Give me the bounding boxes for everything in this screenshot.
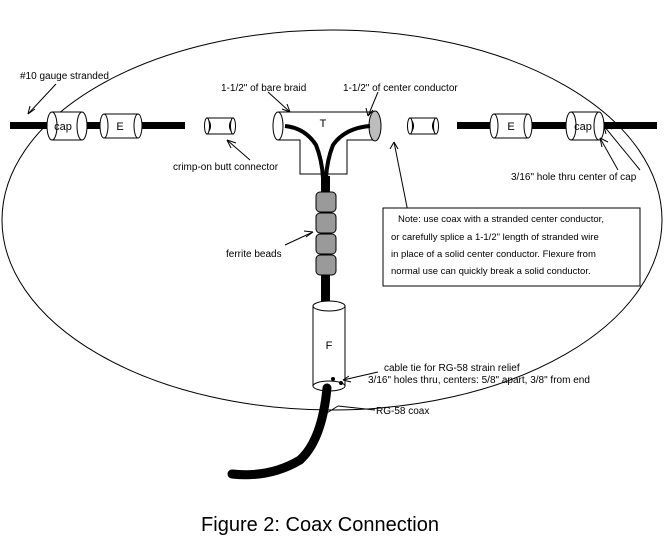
coax-tail	[227, 383, 332, 480]
ferrite-bead-stack	[315, 191, 337, 276]
note-line: in place of a solid center conductor. Fl…	[391, 249, 596, 260]
label-cable-tie: cable tie for RG-58 strain relief	[384, 363, 520, 374]
note-line: normal use can quickly break a solid con…	[391, 266, 591, 277]
label-hole-cap: 3/16" hole thru center of cap	[511, 172, 637, 183]
t-connector: T	[272, 110, 382, 175]
left-e-label: E	[116, 121, 123, 133]
label-center-conductor: 1-1/2" of center conductor	[343, 83, 458, 94]
left-cap-label: cap	[54, 121, 72, 133]
f-label: F	[326, 340, 333, 352]
figure-caption: Figure 2: Coax Connection	[201, 514, 439, 536]
right-butt-connector	[407, 117, 439, 135]
center-conductor-wire	[324, 124, 371, 179]
note-line: or carefully splice a 1-1/2" length of s…	[391, 232, 599, 243]
left-butt-connector	[204, 117, 236, 135]
right-e-tube: E	[489, 113, 533, 139]
braid-wire	[284, 124, 325, 179]
note-line: Note: use coax with a stranded center co…	[398, 214, 604, 225]
right-e-label: E	[507, 121, 514, 133]
label-holes: 3/16" holes thru, centers: 5/8" apart, 3…	[368, 375, 590, 386]
label-ferrite-beads: ferrite beads	[226, 249, 282, 260]
label-gauge: #10 gauge stranded	[20, 71, 109, 82]
f-tube: F	[312, 300, 346, 392]
note-box: Note: use coax with a stranded center co…	[382, 207, 641, 287]
left-e-tube: E	[99, 113, 143, 139]
label-rg58-coax: RG-58 coax	[376, 406, 429, 417]
right-wire	[457, 122, 657, 129]
left-wire	[10, 122, 185, 129]
pointer-arrows	[27, 83, 641, 417]
left-cap: cap	[46, 111, 88, 141]
right-cap-label: cap	[574, 121, 592, 133]
right-cap: cap	[565, 111, 605, 141]
label-crimp-connector: crimp-on butt connector	[173, 162, 279, 173]
t-label: T	[320, 118, 327, 130]
label-bare-braid: 1-1/2" of bare braid	[221, 83, 306, 94]
